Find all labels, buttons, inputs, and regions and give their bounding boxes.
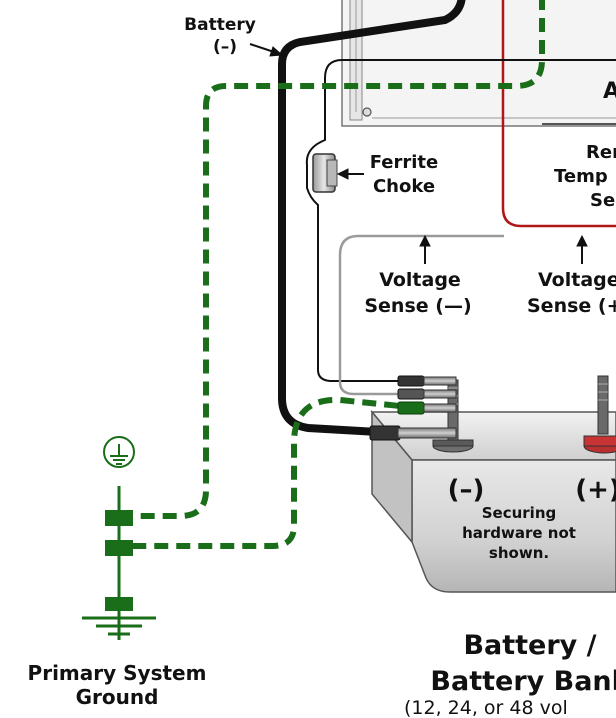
earth-ground-icon bbox=[82, 486, 156, 640]
vsense-neg-label-2: Sense (—) bbox=[364, 295, 471, 317]
ferrite-label-2: Choke bbox=[373, 176, 435, 197]
battery-title-2: Battery Bank bbox=[430, 666, 616, 697]
securing-note-3: shown. bbox=[489, 544, 549, 562]
battery-title: Battery / bbox=[463, 630, 596, 661]
terminal-negative-label: (–) bbox=[448, 475, 485, 505]
ground-label-2: Ground bbox=[76, 685, 159, 709]
battery-negative-sign: (–) bbox=[213, 37, 237, 57]
voltage-note: (12, 24, or 48 vol bbox=[404, 697, 568, 718]
ground-wires bbox=[132, 0, 545, 549]
primary-ground bbox=[82, 436, 156, 640]
sense-negative-wire bbox=[305, 59, 616, 382]
screw-icon bbox=[362, 107, 372, 117]
securing-note-2: hardware not bbox=[462, 524, 576, 542]
temp-sensor-wire bbox=[501, 0, 616, 228]
terminal-lugs bbox=[369, 375, 457, 441]
ferrite-choke bbox=[312, 153, 338, 193]
vsense-pos-label-2: Sense (+ bbox=[527, 295, 616, 317]
enclosure bbox=[341, 0, 616, 127]
battery-negative-label: Battery bbox=[184, 15, 256, 35]
ground-circle-icon bbox=[103, 436, 135, 468]
battery bbox=[369, 375, 616, 593]
ground-label: Primary System bbox=[28, 661, 207, 685]
labels: Battery (–) A Ferrite Choke Rem Temp Se … bbox=[28, 15, 616, 718]
corner-fragment: A bbox=[603, 79, 616, 104]
vsense-pos-label: Voltage bbox=[538, 269, 616, 291]
battery-negative-cable bbox=[278, 0, 466, 436]
securing-note: Securing bbox=[482, 504, 557, 522]
sense-gray-wire bbox=[338, 234, 504, 396]
terminal-positive-label: (+) bbox=[575, 475, 616, 505]
remote-temp-label: Rem bbox=[586, 142, 616, 163]
remote-temp-label-2: Temp bbox=[554, 166, 608, 187]
vsense-neg-label: Voltage bbox=[379, 269, 461, 291]
ferrite-label: Ferrite bbox=[370, 152, 439, 173]
remote-temp-label-3: Se bbox=[590, 190, 615, 211]
pointer-arrows bbox=[249, 43, 588, 264]
